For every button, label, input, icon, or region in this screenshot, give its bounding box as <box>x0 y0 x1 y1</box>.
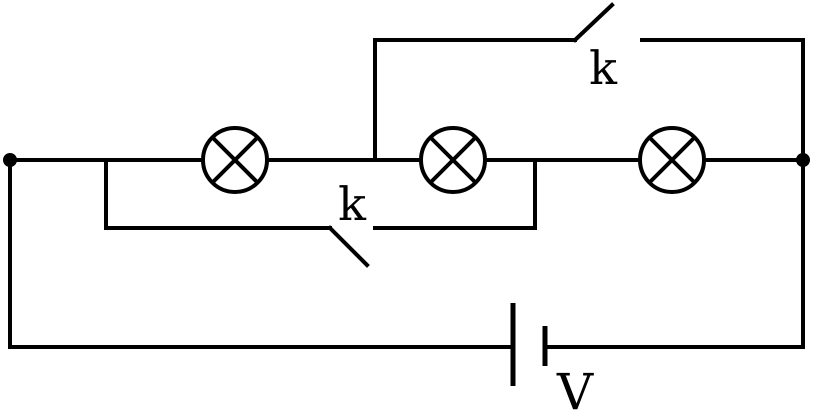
top-branch-left-wire <box>373 38 577 162</box>
switch-label-bottom: k <box>338 177 367 231</box>
bottom-branch-left-wire <box>104 158 332 230</box>
battery-label: V <box>556 363 594 414</box>
lamp-2 <box>419 126 487 194</box>
top-branch-right-wire <box>640 38 805 162</box>
battery-right-wire <box>543 158 805 349</box>
switch-label-top: k <box>589 41 618 95</box>
lamp-1 <box>201 126 269 194</box>
top-switch-blade <box>572 2 615 43</box>
lamp-3 <box>638 126 706 194</box>
bottom-switch-blade <box>327 225 370 268</box>
battery-left-wire <box>8 158 515 349</box>
bottom-branch-right-wire <box>373 158 537 230</box>
